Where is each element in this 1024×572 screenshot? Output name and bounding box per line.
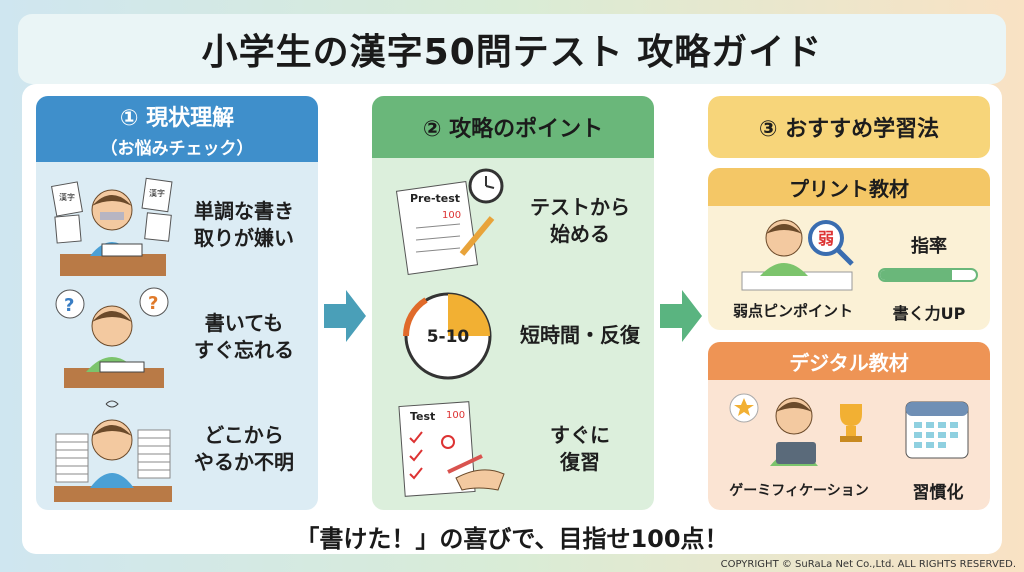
points-item-text: テストから 始める [530, 195, 630, 246]
calendar-icon [905, 401, 969, 459]
page-title: 小学生の漢字50問テスト 攻略ガイド [201, 32, 823, 73]
student-magnifier-icon: 弱 [741, 219, 854, 291]
arrow-right-icon [324, 290, 366, 342]
magnifier-char: 弱 [818, 229, 834, 248]
methods-column: ③ おすすめ学習法 プリント教材 弱 弱点ピンポイント 指率 書く力UP デジタ… [708, 96, 990, 510]
svg-text:?: ? [64, 295, 74, 316]
paper-title: Test [410, 410, 435, 423]
status-item-text: どこから やるか不明 [194, 423, 294, 474]
progress-fill [880, 270, 952, 280]
status-heading: ① 現状理解 [119, 105, 235, 131]
digital-left-label: ゲーミフィケーション [729, 483, 869, 499]
print-card: プリント教材 弱 弱点ピンポイント 指率 書く力UP [708, 168, 990, 330]
status-column-header: ① 現状理解 （お悩みチェック） [36, 96, 318, 162]
pretest-clipboard-icon: Pre-test 100 [395, 168, 504, 276]
points-item: Test 100 すぐに 復習 [372, 394, 654, 506]
points-column: ② 攻略のポイント Pre-test 100 テストから 始める 5-10 短時… [372, 96, 654, 510]
status-item-text: 単調な書き 取りが嫌い [194, 199, 294, 250]
status-subheading: （お悩みチェック） [100, 138, 254, 159]
arrow-right-icon [660, 290, 702, 342]
test-review-icon: Test 100 [398, 401, 505, 497]
paper-score: 100 [442, 210, 461, 221]
paper-score: 100 [446, 410, 465, 421]
points-item-text: 短時間・反復 [520, 322, 640, 347]
points-item-text: すぐに 復習 [550, 423, 610, 474]
print-right-title: 指率 [911, 236, 947, 257]
methods-column-header: ③ おすすめ学習法 [708, 96, 990, 158]
digital-card: デジタル教材 ゲーミフィケーション 習慣化 [708, 342, 990, 510]
paper-title: Pre-test [410, 192, 460, 205]
print-right-label: 書く力UP [892, 304, 966, 323]
timer-icon: 5-10 [402, 292, 492, 380]
paper-label: 漢字 [149, 188, 165, 198]
points-item: Pre-test 100 テストから 始める [372, 166, 654, 278]
status-item: 漢字 漢字 単調な書き 取りが嫌い [36, 170, 318, 282]
print-card-header: プリント教材 [708, 168, 990, 206]
status-column: ① 現状理解 （お悩みチェック） 漢字 漢字 単調な書き 取りが嫌い ? ? [36, 96, 318, 510]
status-item: ? ? 書いても すぐ忘れる [36, 282, 318, 394]
copyright: COPYRIGHT © SuRaLa Net Co.,Ltd. ALL RIGH… [720, 559, 1016, 570]
status-item-text: 書いても すぐ忘れる [194, 311, 294, 362]
title-bar: 小学生の漢字50問テスト 攻略ガイド [18, 14, 1006, 84]
progress-bar [878, 268, 978, 282]
points-item: 5-10 短時間・反復 [372, 280, 654, 392]
footer-message: 「書けた！」の喜びで、目指せ100点！ [295, 524, 729, 553]
digital-card-header: デジタル教材 [708, 342, 990, 380]
points-column-header: ② 攻略のポイント [372, 96, 654, 158]
timer-label: 5-10 [427, 327, 470, 347]
svg-text:?: ? [148, 293, 158, 314]
confused-student-icon: ? ? [55, 287, 169, 388]
bored-student-icon: 漢字 漢字 [51, 177, 173, 276]
status-item: どこから やるか不明 [36, 394, 318, 506]
paper-label: 漢字 [59, 192, 75, 202]
digital-right-label: 習慣化 [912, 483, 964, 503]
student-tablet-icon [729, 393, 862, 466]
overwhelmed-student-icon [54, 400, 172, 502]
print-left-label: 弱点ピンポイント [732, 302, 853, 320]
